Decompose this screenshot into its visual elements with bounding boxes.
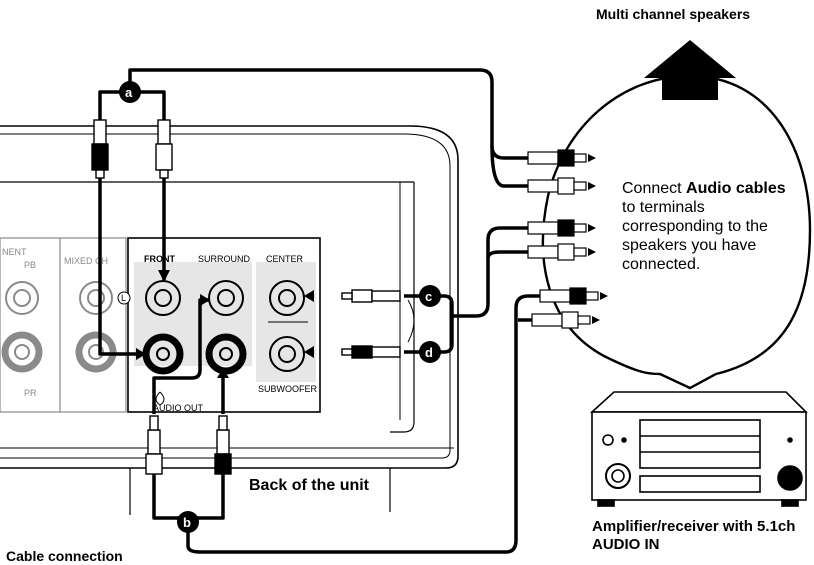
amplifier-icon <box>589 391 808 507</box>
svg-text:c: c <box>425 289 432 304</box>
callout-text: Connect Audio cables to terminals corres… <box>622 180 802 274</box>
svg-text:d: d <box>425 345 433 360</box>
cable-connection-label: Cable connection <box>6 548 123 564</box>
pr-label: PR <box>24 388 37 398</box>
callout-text-bold: Audio cables <box>686 180 786 197</box>
multi-channel-speakers-title: Multi channel speakers <box>596 6 751 22</box>
component-label: NENT <box>2 247 27 257</box>
left-marker-label: L <box>121 293 126 303</box>
cables <box>98 68 540 554</box>
arrows <box>136 270 314 378</box>
badge-c: c <box>419 285 441 307</box>
back-of-unit-label: Back of the unit <box>249 477 370 494</box>
back-of-unit-bracket <box>129 468 391 515</box>
mixed-ch-label: MIXED CH <box>64 256 108 266</box>
surround-label: SURROUND <box>198 254 251 264</box>
audio-out-label: AUDIO OUT <box>153 403 204 413</box>
badge-b: b <box>177 511 199 533</box>
rca-plugs <box>91 119 401 475</box>
subwoofer-label: SUBWOOFER <box>258 384 318 394</box>
pb-label: PB <box>24 260 36 270</box>
svg-text:a: a <box>125 85 133 100</box>
front-label: FRONT <box>144 254 175 264</box>
up-arrow-icon <box>644 40 736 100</box>
svg-text:b: b <box>183 515 191 530</box>
callout-text-start: Connect <box>622 180 687 197</box>
badge-a: a <box>119 81 141 103</box>
component-jacks <box>1 281 117 373</box>
badge-d: d <box>419 341 441 363</box>
amplifier-label: Amplifier/receiver with 5.1ch AUDIO IN <box>592 518 796 554</box>
left-marker <box>117 291 131 305</box>
headphone-icon <box>155 391 165 406</box>
callout-text-end: to terminals corresponding to the speake… <box>622 198 768 273</box>
bubble-plugs <box>527 149 599 329</box>
center-label: CENTER <box>266 254 304 264</box>
bubble-plug-arrows <box>588 154 608 324</box>
